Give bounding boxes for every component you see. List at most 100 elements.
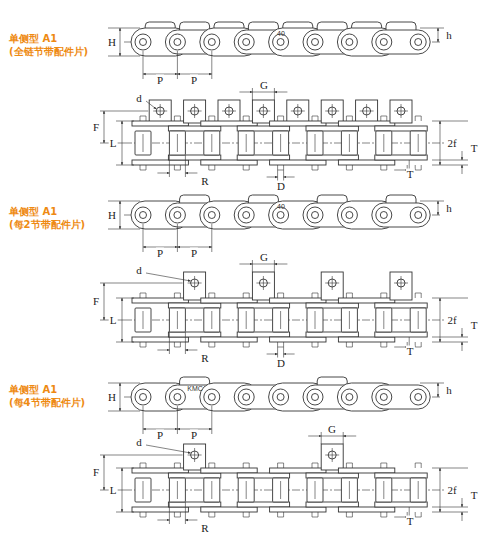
drawing-line bbox=[185, 520, 197, 521]
roller bbox=[410, 207, 426, 223]
drawing-line bbox=[185, 332, 186, 354]
drawing-line bbox=[278, 517, 284, 518]
plate-marking: 40 bbox=[276, 30, 286, 37]
drawing-line bbox=[214, 463, 215, 468]
outer-plate-top bbox=[132, 160, 188, 165]
inner-link-plate bbox=[372, 385, 430, 409]
roller-top bbox=[204, 131, 220, 155]
inner-plate-top bbox=[168, 155, 220, 160]
drawing-line bbox=[243, 463, 244, 468]
pin bbox=[380, 394, 387, 401]
pin bbox=[140, 212, 147, 219]
drawing-line bbox=[332, 104, 333, 118]
pin bbox=[174, 394, 181, 401]
drawing-line bbox=[438, 383, 439, 397]
dimension-label: T bbox=[406, 169, 415, 180]
drawing-line bbox=[208, 116, 209, 121]
attachment-plate bbox=[321, 100, 343, 123]
drawing-line bbox=[146, 342, 147, 347]
drawing-line bbox=[421, 463, 422, 468]
drawing-line bbox=[284, 354, 295, 355]
drawing-line bbox=[185, 155, 186, 177]
drawing-line bbox=[100, 283, 183, 284]
dimension-label: L bbox=[109, 485, 118, 496]
drawing-line bbox=[415, 463, 416, 468]
dimension-label: L bbox=[109, 138, 118, 149]
drawing-line bbox=[174, 347, 180, 348]
outer-plate-top bbox=[201, 507, 257, 512]
drawing-line bbox=[252, 92, 274, 93]
drawing-line bbox=[283, 463, 284, 468]
drawing-line bbox=[174, 517, 180, 518]
drawing-line bbox=[243, 293, 244, 298]
drawing-line bbox=[140, 347, 146, 348]
drawing-line bbox=[211, 406, 212, 434]
drawing-line bbox=[277, 165, 278, 170]
outer-plate-top bbox=[201, 121, 257, 126]
drawing-line bbox=[432, 337, 468, 338]
drawing-line bbox=[346, 116, 347, 121]
roller bbox=[169, 389, 185, 405]
inner-plate-top bbox=[375, 303, 427, 308]
drawing-line bbox=[267, 177, 278, 178]
drawing-line bbox=[274, 264, 287, 265]
pin bbox=[415, 39, 422, 46]
drawing-line bbox=[174, 165, 175, 170]
inner-plate-top bbox=[168, 502, 220, 507]
roller-top bbox=[307, 478, 323, 502]
outer-plate-top bbox=[338, 160, 394, 165]
roller-top bbox=[341, 131, 357, 155]
drawing-line bbox=[278, 293, 284, 294]
drawing-line bbox=[381, 293, 387, 294]
attachment-plate bbox=[252, 272, 274, 300]
drawing-line bbox=[415, 517, 421, 518]
drawing-line bbox=[239, 92, 252, 93]
attachment-plate bbox=[184, 272, 206, 300]
drawing-line bbox=[401, 104, 402, 118]
outer-plate-top bbox=[132, 298, 188, 303]
outer-plate-top bbox=[270, 337, 326, 342]
drawing-line bbox=[440, 298, 441, 342]
drawing-line bbox=[312, 347, 318, 348]
drawing-line bbox=[208, 165, 209, 170]
dimension-label: R bbox=[200, 353, 209, 364]
drawing-line bbox=[177, 224, 178, 252]
inner-plate-top bbox=[306, 332, 358, 337]
section-heading: 单侧型 A1 bbox=[8, 34, 58, 44]
drawing-line bbox=[432, 468, 468, 469]
drawing-line bbox=[146, 101, 156, 109]
drawing-line bbox=[432, 121, 468, 122]
roller-top bbox=[169, 308, 185, 332]
drawing-line bbox=[318, 116, 319, 121]
inner-plate-top bbox=[237, 126, 289, 131]
drawing-line bbox=[143, 481, 144, 499]
drawing-line bbox=[274, 88, 275, 100]
attachment-plate bbox=[184, 100, 206, 123]
inner-link-plate bbox=[372, 30, 430, 54]
drawing-line bbox=[120, 383, 121, 411]
dimension-label: d bbox=[135, 437, 143, 448]
roller-top bbox=[169, 478, 185, 502]
drawing-line bbox=[140, 342, 141, 347]
roller bbox=[204, 34, 220, 50]
drawing-line bbox=[274, 260, 275, 272]
drawing-line bbox=[418, 311, 419, 329]
roller-top bbox=[169, 131, 185, 155]
outer-plate-top bbox=[132, 337, 188, 342]
inner-plate-top bbox=[306, 126, 358, 131]
pin bbox=[346, 212, 353, 219]
drawing-line bbox=[318, 165, 319, 170]
drawing-line bbox=[274, 92, 287, 93]
drawing-line bbox=[108, 56, 140, 57]
drawing-line bbox=[432, 160, 468, 161]
inner-plate-top bbox=[375, 126, 427, 131]
drawing-line bbox=[104, 455, 105, 490]
drawing-line bbox=[462, 498, 463, 507]
drawing-line bbox=[297, 104, 298, 118]
drawing-line bbox=[312, 512, 313, 517]
pin bbox=[312, 394, 319, 401]
drawing-line bbox=[146, 165, 147, 170]
drawing-line bbox=[243, 116, 249, 117]
drawing-line bbox=[243, 170, 249, 171]
roller-top bbox=[376, 478, 392, 502]
